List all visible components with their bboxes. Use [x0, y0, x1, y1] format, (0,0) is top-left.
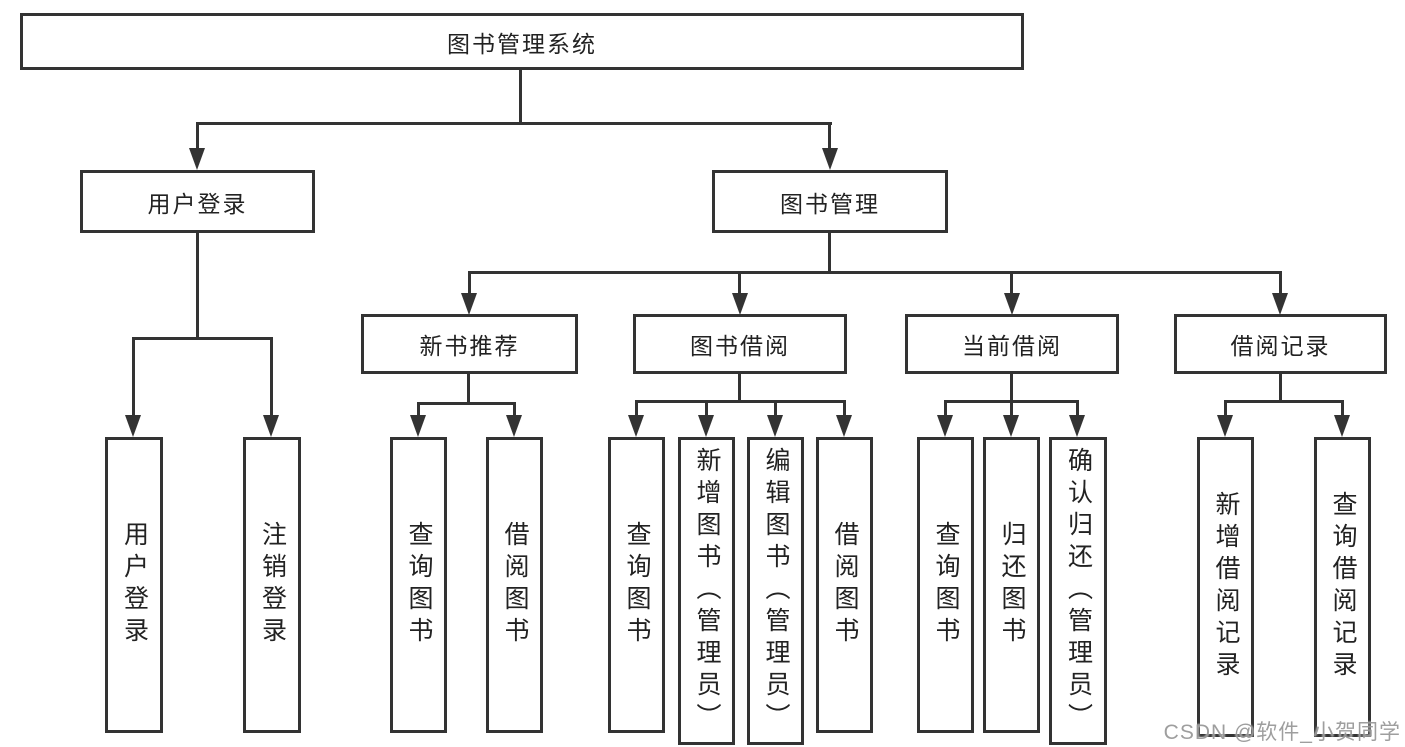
node-br-query-record: 查询借阅记录 [1314, 437, 1371, 737]
arrow-to-borrowing-records [1272, 293, 1288, 315]
arrow-to-leaf-logout [263, 415, 279, 437]
connector-new-book-hline [417, 402, 516, 405]
node-cb-confirm-return-admin: 确认归还（管理员） [1049, 437, 1107, 745]
node-leaf-user-login: 用户登录 [105, 437, 163, 733]
connector-root-hline [196, 122, 832, 125]
connector-user-login-stub [196, 233, 199, 340]
connector-to-borrowing-records-stem [1279, 271, 1282, 295]
connector-br-query-stem [1341, 400, 1344, 418]
arrow-rec-borrow-books [506, 415, 522, 437]
node-borrowing-records: 借阅记录 [1174, 314, 1387, 374]
arrow-rec-query-books [410, 415, 426, 437]
arrow-bb-query-books [628, 415, 644, 437]
csdn-watermark: CSDN @软件_小贺同学 [1163, 721, 1401, 744]
node-library-management-system: 图书管理系统 [20, 13, 1024, 70]
arrow-br-add-record [1217, 415, 1233, 437]
connector-user-login-hline [132, 337, 273, 340]
connector-rec-query-stem [417, 402, 420, 418]
node-leaf-logout: 注销登录 [243, 437, 301, 733]
node-bb-add-books-admin: 新增图书（管理员） [678, 437, 735, 745]
connector-book-management-hline [468, 271, 1282, 274]
connector-borrowing-records-stub [1279, 374, 1282, 402]
connector-br-add-stem [1224, 400, 1227, 418]
node-new-book-recommend: 新书推荐 [361, 314, 578, 374]
node-bb-edit-books-admin: 编辑图书（管理员） [747, 437, 804, 745]
connector-bb-add-stem [705, 400, 708, 418]
connector-book-borrowing-stub [738, 374, 741, 402]
arrow-to-new-book-recommend [461, 293, 477, 315]
node-bb-query-books: 查询图书 [608, 437, 665, 733]
arrow-to-current-borrowing [1004, 293, 1020, 315]
connector-to-current-borrowing-stem [1010, 271, 1013, 295]
arrow-to-leaf-user-login [125, 415, 141, 437]
arrow-bb-edit-books [767, 415, 783, 437]
node-br-add-record: 新增借阅记录 [1197, 437, 1254, 737]
arrow-br-query-record [1334, 415, 1350, 437]
arrow-cb-query-books [937, 415, 953, 437]
arrow-bb-borrow-books [836, 415, 852, 437]
arrow-to-book-management [822, 148, 838, 170]
node-rec-query-books: 查询图书 [390, 437, 447, 733]
arrow-to-book-borrowing [732, 293, 748, 315]
connector-new-book-stub [467, 374, 470, 404]
node-user-login: 用户登录 [80, 170, 315, 233]
node-book-borrowing: 图书借阅 [633, 314, 847, 374]
node-cb-return-books: 归还图书 [983, 437, 1040, 733]
connector-cb-confirm-stem [1076, 400, 1079, 418]
connector-borrowing-records-hline [1224, 400, 1344, 403]
connector-to-leaf-logout-stem [270, 337, 273, 417]
connector-to-new-book-stem [468, 271, 471, 295]
arrow-cb-confirm-return [1069, 415, 1085, 437]
connector-bb-query-stem [635, 400, 638, 418]
connector-bb-borrow-stem [843, 400, 846, 418]
node-cb-query-books: 查询图书 [917, 437, 974, 733]
node-bb-borrow-books: 借阅图书 [816, 437, 873, 733]
connector-rec-borrow-stem [513, 402, 516, 418]
connector-to-leaf-user-login-stem [132, 337, 135, 417]
connector-book-management-stub [828, 233, 831, 274]
node-rec-borrow-books: 借阅图书 [486, 437, 543, 733]
connector-cb-query-stem [944, 400, 947, 418]
node-book-management: 图书管理 [712, 170, 948, 233]
arrow-cb-return-books [1003, 415, 1019, 437]
connector-current-borrowing-stub [1010, 374, 1013, 402]
arrow-to-user-login [189, 148, 205, 170]
connector-to-book-management-stem [828, 122, 831, 150]
node-current-borrowing: 当前借阅 [905, 314, 1119, 374]
connector-cb-return-stem [1010, 400, 1013, 418]
connector-to-book-borrowing-stem [738, 271, 741, 295]
connector-bb-edit-stem [774, 400, 777, 418]
connector-to-user-login-stem [196, 122, 199, 150]
arrow-bb-add-books [698, 415, 714, 437]
connector-book-borrowing-hline [635, 400, 846, 403]
connector-root-stub [519, 70, 522, 124]
